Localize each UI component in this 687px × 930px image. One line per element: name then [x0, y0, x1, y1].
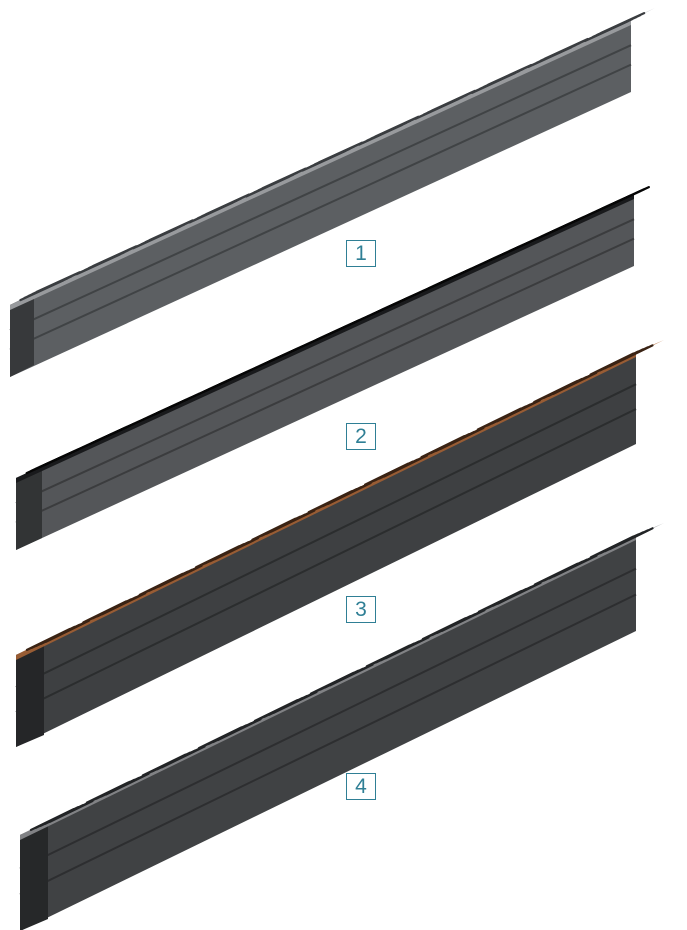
product-label-4: 4 — [346, 773, 376, 800]
grate-slot — [211, 366, 257, 389]
grate-slot — [605, 186, 650, 208]
grate-slot — [543, 37, 589, 60]
grate-slot — [261, 167, 307, 190]
channel-groove — [9, 63, 632, 351]
grate-slot — [436, 263, 482, 286]
drain-channel-1 — [9, 8, 655, 377]
grate-lip — [16, 194, 634, 483]
channel-groove — [15, 218, 635, 505]
grate-slot — [104, 772, 150, 796]
grate-slot — [326, 481, 372, 506]
grate-slot — [380, 289, 426, 312]
grate-slot — [439, 426, 485, 451]
grate-slot — [328, 663, 374, 687]
channel-side-face — [20, 535, 636, 930]
channel-side-face — [16, 194, 634, 550]
grate-slot — [272, 690, 318, 714]
channel-groove — [19, 593, 637, 896]
grate-slot — [495, 399, 541, 423]
channel-groove — [15, 237, 635, 524]
product-label-3: 3 — [346, 596, 376, 623]
grate-slot — [101, 592, 147, 616]
channel-groove — [19, 567, 637, 870]
grate-slot — [384, 636, 430, 660]
product-label-2: 2 — [346, 423, 376, 450]
grate-slot — [99, 418, 145, 441]
channel-end-face — [16, 643, 44, 747]
drain-channel-2 — [15, 182, 660, 550]
grate-slot — [383, 454, 429, 478]
grate-slot — [487, 63, 533, 86]
channel-end-face — [16, 466, 42, 550]
channel-end-face — [10, 293, 34, 377]
grate-slot — [157, 564, 203, 588]
channel-groove — [15, 408, 637, 713]
grate-slot — [92, 245, 138, 268]
drain-channel-3 — [15, 340, 664, 747]
grate-slot — [548, 211, 594, 234]
grate-slot — [48, 799, 94, 823]
grate-lip — [10, 20, 631, 310]
grate-slot — [267, 340, 313, 363]
channel-side-face — [16, 352, 636, 747]
grate-slot — [44, 619, 90, 643]
grate-slot — [160, 745, 206, 769]
grate-slot — [270, 509, 316, 533]
grate-slot — [43, 444, 89, 467]
product-label-1: 1 — [346, 240, 376, 267]
channel-side-face — [10, 20, 631, 377]
grate-slot — [204, 193, 251, 216]
grate-slot — [216, 718, 262, 742]
drain-channel-4 — [19, 523, 664, 930]
channel-groove — [15, 383, 637, 689]
grate-slot — [148, 219, 194, 242]
grate-slot — [552, 371, 598, 395]
grate-slot — [213, 537, 260, 561]
grate-slot — [374, 115, 420, 138]
grate-slot — [35, 271, 81, 294]
grate-slot — [600, 12, 646, 34]
grate-slot — [324, 315, 370, 337]
grate-slot — [496, 581, 542, 605]
grate-slot — [492, 237, 538, 260]
channel-groove — [9, 44, 632, 332]
grate-slot — [440, 609, 486, 632]
grate-slot — [552, 554, 598, 578]
grate-slot — [608, 527, 654, 551]
grate-slot — [155, 392, 201, 415]
grate-slot — [430, 89, 476, 112]
grate-slot — [608, 344, 654, 368]
grate-slot — [317, 141, 363, 164]
channel-end-face — [20, 823, 48, 930]
